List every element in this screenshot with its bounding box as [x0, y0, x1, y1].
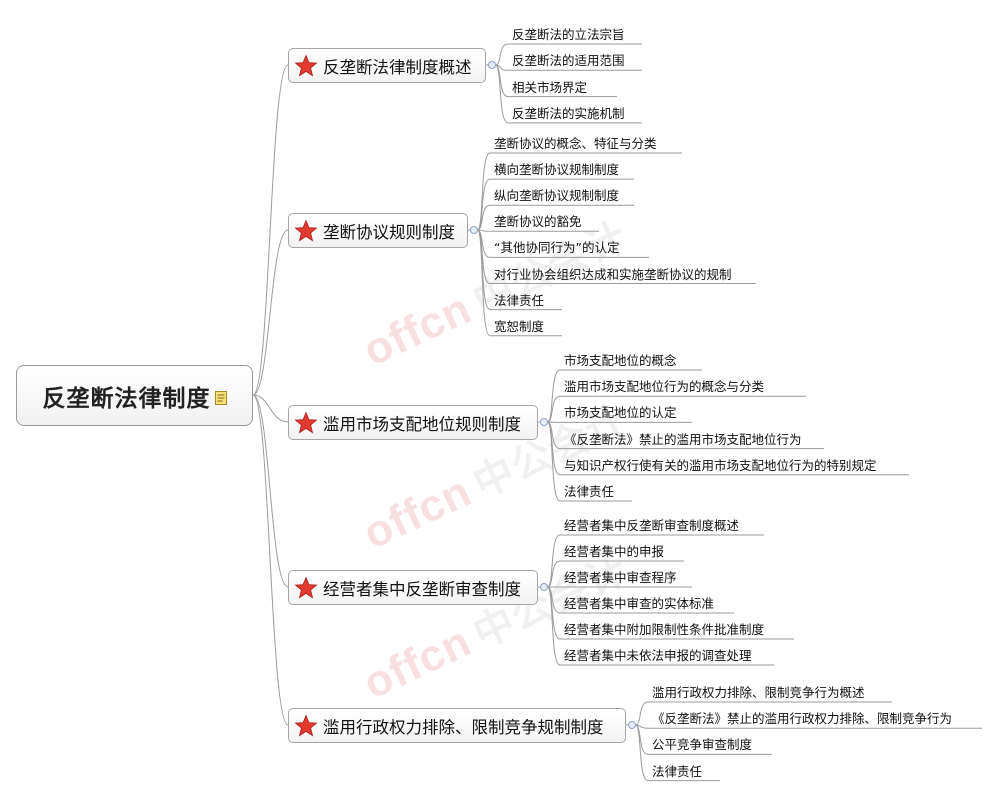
connector-line: [477, 204, 491, 231]
topic-label: 滥用市场支配地位规则制度: [323, 414, 521, 434]
subtopic-node[interactable]: 经营者集中的申报: [564, 544, 665, 559]
connector-line: [547, 421, 561, 502]
collapse-toggle[interactable]: [470, 226, 478, 234]
topic-node[interactable]: 经营者集中反垄断审查制度: [288, 570, 538, 605]
collapse-toggle[interactable]: [488, 61, 496, 69]
connector-line: [495, 43, 509, 66]
star-icon: [294, 410, 318, 433]
connector-line: [252, 394, 289, 423]
connector-line: [547, 586, 561, 666]
subtopic-node[interactable]: 市场支配地位的认定: [564, 405, 677, 421]
subtopic-node[interactable]: 法律责任: [564, 484, 615, 499]
collapse-toggle[interactable]: [540, 583, 548, 591]
subtopic-node[interactable]: 垄断协议的概念、特征与分类: [494, 136, 657, 151]
subtopic-node[interactable]: 市场支配地位的概念: [564, 353, 677, 368]
subtopic-node[interactable]: 《反垄断法》禁止的滥用市场支配地位行为: [564, 431, 802, 447]
subtopic-node[interactable]: 反垄断法的适用范围: [512, 53, 625, 69]
subtopic-node[interactable]: 反垄断法的实施机制: [512, 105, 625, 121]
subtopic-node[interactable]: 宽恕制度: [494, 318, 545, 334]
subtopic-node[interactable]: 横向垄断协议规制制度: [494, 162, 620, 178]
subtopic-node[interactable]: 公平竞争审查制度: [652, 737, 753, 753]
connector-line: [635, 724, 649, 782]
connector-line: [495, 64, 509, 124]
connector-line: [547, 560, 561, 588]
subtopic-node[interactable]: 与知识产权行使有关的滥用市场支配地位行为的特别规定: [564, 457, 877, 473]
connector-line: [477, 229, 491, 337]
star-icon: [294, 575, 318, 598]
connector-line: [547, 395, 561, 423]
connector-line: [635, 724, 649, 755]
collapse-toggle[interactable]: [628, 721, 636, 729]
collapse-toggle[interactable]: [540, 418, 548, 426]
subtopic-node[interactable]: 相关市场界定: [512, 79, 588, 95]
topic-node[interactable]: 滥用行政权力排除、限制竞争规制制度: [288, 708, 626, 743]
subtopic-node[interactable]: 滥用市场支配地位行为的概念与分类: [564, 379, 765, 395]
subtopic-node[interactable]: 经营者集中审查程序: [564, 570, 677, 585]
subtopic-node[interactable]: 对行业协会组织达成和实施垄断协议的规制: [494, 266, 732, 282]
topic-node[interactable]: 反垄断法律制度概述: [288, 48, 486, 83]
subtopic-node[interactable]: 经营者集中未依法申报的调查处理: [564, 648, 752, 663]
subtopic-node[interactable]: 经营者集中审查的实体标准: [564, 596, 715, 611]
star-icon: [294, 713, 318, 736]
topic-node[interactable]: 滥用市场支配地位规则制度: [288, 405, 538, 440]
connector-line: [252, 394, 289, 726]
subtopic-node[interactable]: 纵向垄断协议规制制度: [494, 188, 620, 204]
topic-label: 垄断协议规则制度: [323, 222, 455, 242]
subtopic-node[interactable]: “其他协同行为”的认定: [494, 240, 620, 256]
topic-label: 经营者集中反垄断审查制度: [323, 579, 521, 599]
star-icon: [294, 53, 318, 76]
topic-label: 滥用行政权力排除、限制竞争规制制度: [323, 717, 604, 737]
connector-line: [252, 64, 289, 396]
subtopic-node[interactable]: 垄断协议的豁免: [494, 214, 582, 230]
subtopic-node[interactable]: 经营者集中附加限制性条件批准制度: [564, 622, 765, 637]
note-icon[interactable]: [214, 390, 227, 405]
connector-line: [252, 229, 289, 396]
connector-line: [635, 701, 649, 726]
subtopic-node[interactable]: 滥用行政权力排除、限制竞争行为概述: [652, 685, 865, 700]
connector-line: [477, 178, 491, 231]
connector-line: [252, 394, 289, 588]
star-icon: [294, 218, 318, 241]
subtopic-node[interactable]: 反垄断法的立法宗旨: [512, 27, 625, 42]
subtopic-node[interactable]: 经营者集中反垄断审查制度概述: [564, 518, 740, 533]
subtopic-node[interactable]: 《反垄断法》禁止的滥用行政权力排除、限制竞争行为: [652, 711, 953, 727]
topic-label: 反垄断法律制度概述: [323, 57, 472, 77]
root-topic-label: 反垄断法律制度: [42, 385, 211, 412]
subtopic-node[interactable]: 法律责任: [652, 763, 703, 779]
subtopic-node[interactable]: 法律责任: [494, 292, 545, 308]
root-topic[interactable]: 反垄断法律制度: [16, 365, 253, 426]
topic-node[interactable]: 垄断协议规则制度: [288, 213, 468, 248]
